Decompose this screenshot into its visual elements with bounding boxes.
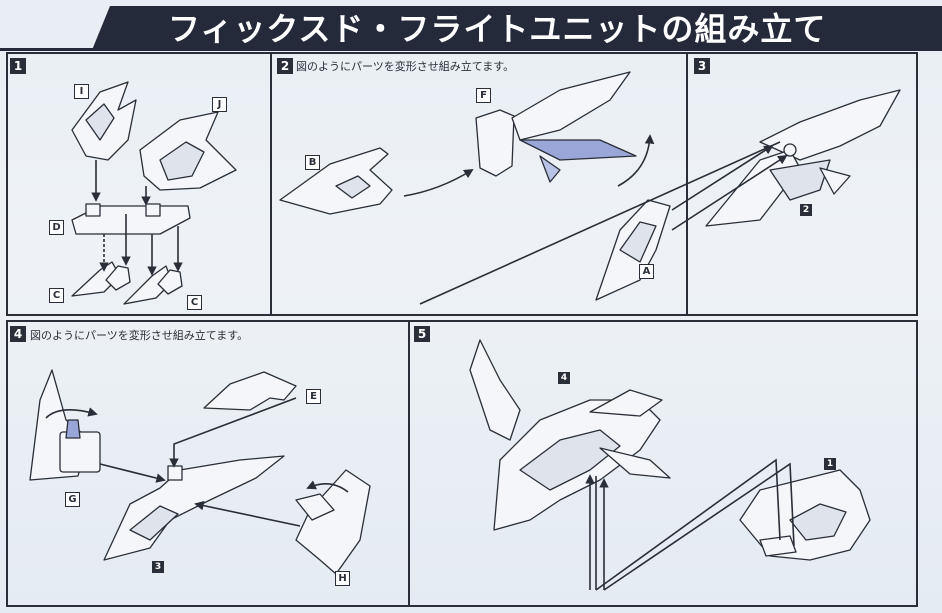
panel-step-5 [406,320,918,607]
step5-assembled-unit [469,339,671,531]
step4-part-e [203,371,297,411]
part-label-g: G [65,492,80,507]
part-label-c-right: C [187,295,202,310]
step1-part-i [71,81,137,161]
part-number-2: 2 [800,204,812,216]
part-label-a: A [639,264,654,279]
panel-step-4 [6,320,410,607]
panel-step-1 [6,52,272,316]
part-label-c-left: C [49,288,64,303]
step4-part-g [29,369,101,481]
page-title: フィックスド・フライトユニットの組み立て [168,10,827,48]
part-label-j: J [212,97,227,112]
title-bar: フィックスド・フライトユニットの組み立て [0,0,942,54]
title-banner-shape [0,0,942,54]
step1-parts-c [71,261,183,305]
step3-part-a [595,199,671,301]
part-label-d: D [49,220,64,235]
step2-part-f [475,71,637,183]
step-number-3: 3 [694,58,710,74]
step-number-2: 2 [277,58,293,74]
step1-part-j [139,111,237,191]
step-number-1: 1 [10,58,26,74]
step-number-5: 5 [414,326,430,342]
part-number-3: 3 [152,561,164,573]
part-label-b: B [305,155,320,170]
step3-part-2 [705,89,901,227]
part-label-e: E [306,389,321,404]
step-text-4: 図のようにパーツを変形させ組み立てます。 [30,329,249,342]
step2-part-b [279,147,393,215]
part-label-i: I [74,84,89,99]
step-text-2: 図のようにパーツを変形させ組み立てます。 [296,60,515,73]
panel-step-3 [686,52,918,316]
part-label-h: H [335,571,350,586]
part-number-1: 1 [824,458,836,470]
part-number-4: 4 [558,372,570,384]
step5-part-1 [739,469,871,561]
step1-part-d [71,203,191,235]
step-number-4: 4 [10,326,26,342]
step4-part-3 [103,455,285,561]
part-label-f: F [476,88,491,103]
step4-part-h [295,469,371,575]
